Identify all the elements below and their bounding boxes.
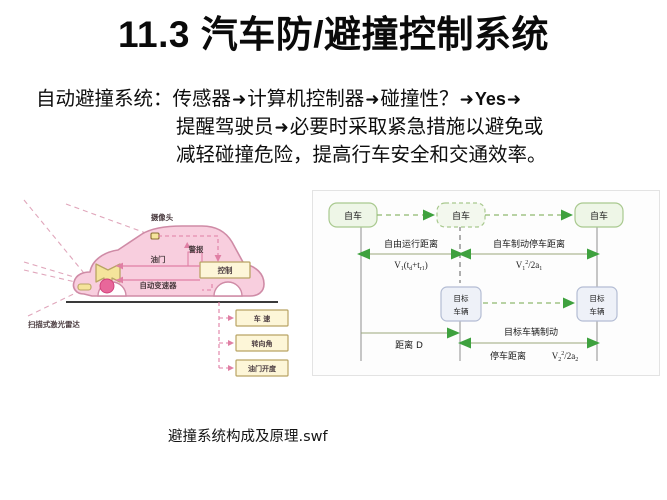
sensors-to-control-link [202, 284, 213, 291]
target-brake-label-2: 停车距离 [490, 350, 526, 362]
target-brake-label-1: 目标车辆制动 [504, 326, 558, 338]
lidar-label: 扫描式激光雷达 [28, 320, 80, 329]
node-target-end-label-1: 目标 [589, 293, 605, 303]
arrow-head-input-2 [228, 340, 234, 346]
arrow-head-throttle [116, 262, 123, 270]
lidar-ray-3 [23, 269, 85, 285]
arrow-head-targetbrake-right [587, 337, 600, 349]
arrow-icon: ➜ [274, 118, 289, 138]
arrow-head-ego-motion-2 [561, 209, 573, 221]
free-running-label: 自由运行距离 [384, 238, 438, 250]
lidar-ray-2 [23, 261, 85, 281]
distance-d-label: 距离 D [395, 339, 423, 351]
body-term-yes: Yes [474, 89, 506, 109]
throttle-label: 油门 [151, 255, 166, 264]
body-term-safety: 减轻碰撞危险，提高行车安全和交通效率。 [176, 145, 547, 166]
camera-ray-1 [65, 203, 155, 237]
body-term-sensor: 传感器 [172, 89, 232, 110]
arrow-icon: ➜ [459, 90, 474, 110]
ego-brake-label: 自车制动停车距离 [493, 238, 565, 250]
body-term-collision-check: 碰撞性？ [380, 89, 459, 110]
arrow-head-egobrake-right [587, 248, 600, 260]
node-target-start-label-1: 目标 [453, 293, 469, 303]
input-box-steering [235, 334, 289, 352]
node-ego-mid-label: 自车 [452, 210, 470, 222]
camera-ray-group [65, 203, 155, 237]
camera-sensor-icon [150, 232, 160, 240]
arrow-head-alarm [184, 242, 191, 248]
input-box-speed [235, 309, 289, 327]
alarm-link [187, 251, 203, 266]
car-schematic-diagram: 控制 油门 自动变速器 警报 摄像头 扫 [6, 190, 306, 390]
body-paragraph: 自动避撞系统：传感器➜计算机控制器➜碰撞性？➜Yes➜ 提醒驾驶员➜必要时采取紧… [36, 86, 636, 169]
arrow-head-control-top [214, 255, 222, 262]
arrow-head-input-3 [228, 365, 234, 371]
page-title: 11.3 汽车防/避撞控制系统 [117, 14, 550, 55]
node-target-end-label-2: 车辆 [589, 306, 605, 316]
node-ego-start-label: 自车 [344, 210, 362, 222]
node-target-start-label-2: 车辆 [453, 306, 469, 316]
body-term-controller: 计算机控制器 [247, 89, 365, 110]
arrow-icon: ➜ [232, 90, 247, 110]
transmission-label: 自动变速器 [140, 281, 178, 290]
headlamp-shape [77, 283, 92, 291]
input-label-throttle-open: 油门开度 [248, 364, 277, 373]
node-ego-end [574, 202, 624, 228]
node-ego-mid [436, 202, 486, 228]
node-ego-end-label: 自车 [590, 210, 608, 222]
arrow-head-input-1 [228, 315, 234, 321]
lidar-sensor-dot [99, 278, 115, 294]
camera-to-control-link [158, 235, 219, 258]
lidar-ray-group [23, 199, 89, 317]
rear-wheel-arch [213, 281, 243, 297]
body-term-warn-driver: 提醒驾驶员 [176, 117, 274, 138]
lidar-ray-1 [23, 199, 89, 279]
arrow-icon: ➜ [365, 90, 380, 110]
body-line-1: 自动避撞系统：传感器➜计算机控制器➜碰撞性？➜Yes➜ [36, 86, 636, 114]
arrow-head-target-motion [563, 297, 575, 309]
body-line-2: 提醒驾驶员➜必要时采取紧急措施以避免或 [36, 114, 636, 142]
control-box-label: 控制 [218, 266, 233, 275]
arrow-icon: ➜ [506, 90, 522, 110]
ego-brake-formula: V12/2a1 [516, 260, 543, 272]
braking-distance-diagram: 自车 自车 自车 自由运行距离 V1(td+tr1) 自车制动停车距离 V12/… [312, 190, 660, 376]
node-target-start [440, 286, 482, 322]
input-label-speed: 车 速 [254, 314, 270, 323]
node-target-end [576, 286, 618, 322]
arrow-head-transmission [116, 276, 123, 284]
camera-label: 摄像头 [151, 213, 174, 222]
target-brake-formula: V22/2a2 [552, 351, 579, 363]
input-box-throttle-open [235, 359, 289, 377]
body-lead-label: 自动避撞系统： [36, 89, 173, 110]
input-signal-bus [218, 302, 232, 369]
body-term-emergency: 必要时采取紧急措施以避免或 [289, 117, 544, 138]
body-line-3: 减轻碰撞危险，提高行车安全和交通效率。 [36, 142, 636, 169]
arrow-head-egobrake-left [458, 248, 471, 260]
lidar-ray-4 [27, 287, 87, 317]
arrow-head-distance-d [447, 327, 460, 339]
control-box [199, 261, 251, 279]
arrow-head-free-right [451, 248, 464, 260]
arrow-head-free-left [357, 248, 370, 260]
free-running-formula: V1(td+tr1) [394, 260, 428, 272]
alarm-label: 警报 [188, 245, 204, 254]
attachment-caption[interactable]: 避撞系统构成及原理.swf [168, 429, 328, 445]
input-label-steering: 转向角 [252, 339, 273, 348]
arrow-head-targetbrake-left [458, 337, 471, 349]
arrow-head-ego-motion-1 [423, 209, 435, 221]
